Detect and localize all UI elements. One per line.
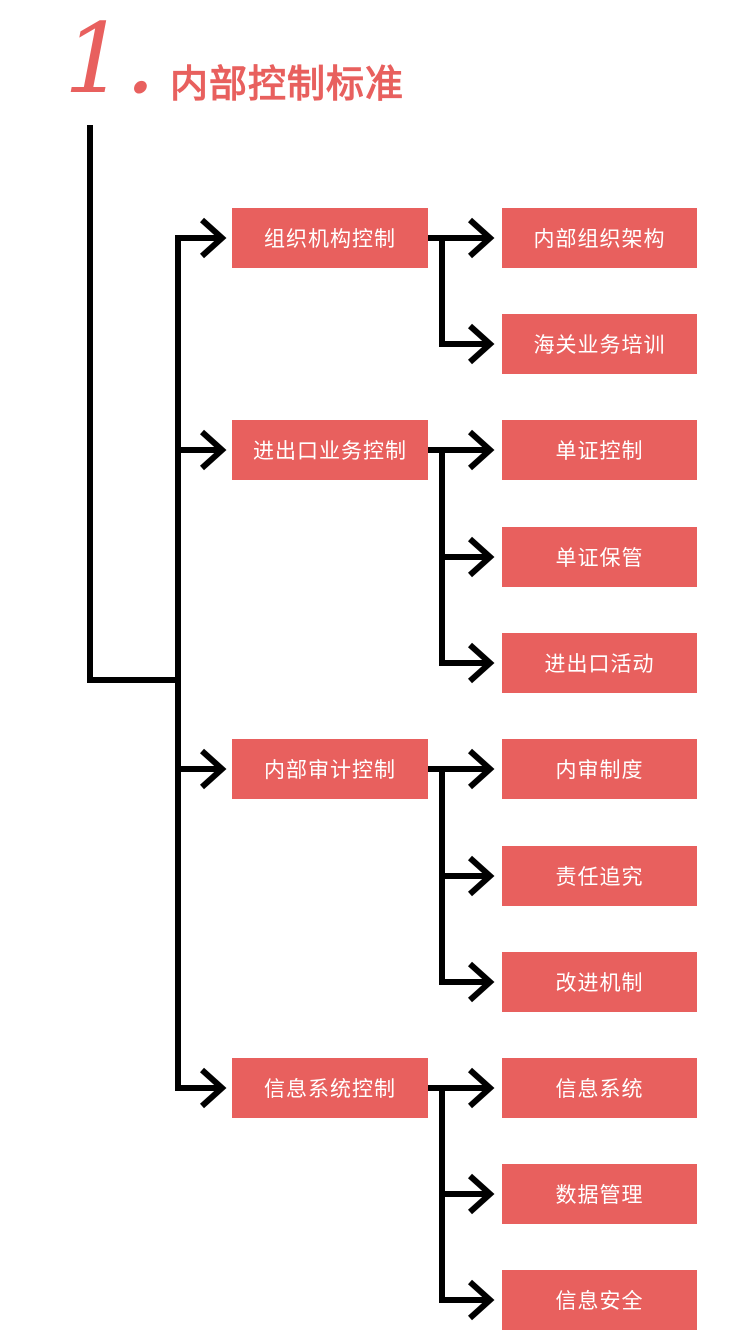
- arrow-head: [467, 748, 495, 790]
- category-box: 信息系统控制: [232, 1058, 428, 1118]
- arrow-head: [199, 429, 227, 471]
- leaf-box: 改进机制: [502, 952, 697, 1012]
- arrow-head: [467, 642, 495, 684]
- arrow-head: [467, 536, 495, 578]
- leaf-box: 海关业务培训: [502, 314, 697, 374]
- heading-title: 内部控制标准: [170, 62, 405, 106]
- arrow-head: [199, 217, 227, 259]
- category-box: 组织机构控制: [232, 208, 428, 268]
- category-box: 内部审计控制: [232, 739, 428, 799]
- arrow-head: [467, 855, 495, 897]
- arrow-head: [467, 429, 495, 471]
- leaf-box: 责任追究: [502, 846, 697, 906]
- arrow-head: [467, 217, 495, 259]
- leaf-box: 数据管理: [502, 1164, 697, 1224]
- leaf-box: 单证控制: [502, 420, 697, 480]
- leaf-box: 信息系统: [502, 1058, 697, 1118]
- leaf-box: 信息安全: [502, 1270, 697, 1330]
- leaf-box: 内部组织架构: [502, 208, 697, 268]
- arrow-head: [467, 323, 495, 365]
- category-box: 进出口业务控制: [232, 420, 428, 480]
- arrow-head: [199, 748, 227, 790]
- arrow-head: [467, 1279, 495, 1321]
- leaf-box: 单证保管: [502, 527, 697, 587]
- leaf-box: 内审制度: [502, 739, 697, 799]
- heading-number: 1.: [64, 3, 156, 115]
- arrow-head: [467, 1173, 495, 1215]
- arrow-head: [199, 1067, 227, 1109]
- leaf-box: 进出口活动: [502, 633, 697, 693]
- arrow-head: [467, 961, 495, 1003]
- arrow-head: [467, 1067, 495, 1109]
